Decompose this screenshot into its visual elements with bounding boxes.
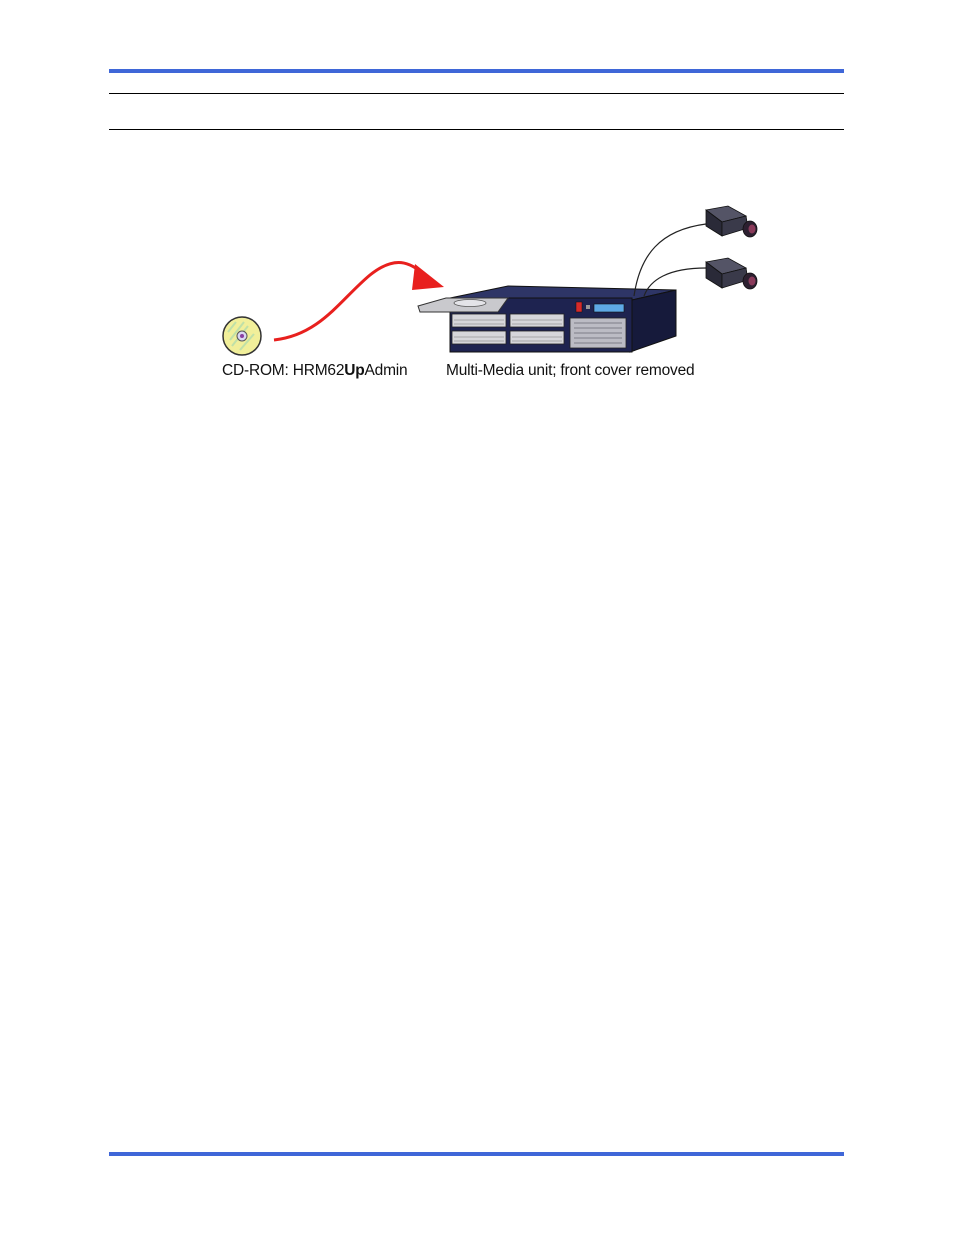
camera-icon: [706, 206, 757, 237]
footer-rule: [109, 1152, 844, 1156]
camera-icon: [706, 258, 757, 289]
unit-caption: Multi-Media unit; front cover removed: [446, 362, 694, 380]
header-rule-top: [109, 69, 844, 73]
header-rule-upper: [109, 93, 844, 94]
cd-disc-icon: [223, 317, 261, 355]
multimedia-unit-icon: [418, 286, 676, 352]
cd-caption-prefix: CD-ROM: HRM62: [222, 362, 344, 379]
installation-figure: [210, 195, 770, 390]
curved-arrow-icon: [274, 262, 444, 340]
cd-caption-suffix: Admin: [365, 362, 408, 379]
cd-rom-caption: CD-ROM: HRM62UpAdmin: [222, 362, 407, 380]
header-rule-lower: [109, 129, 844, 130]
cd-caption-bold: Up: [344, 362, 364, 379]
